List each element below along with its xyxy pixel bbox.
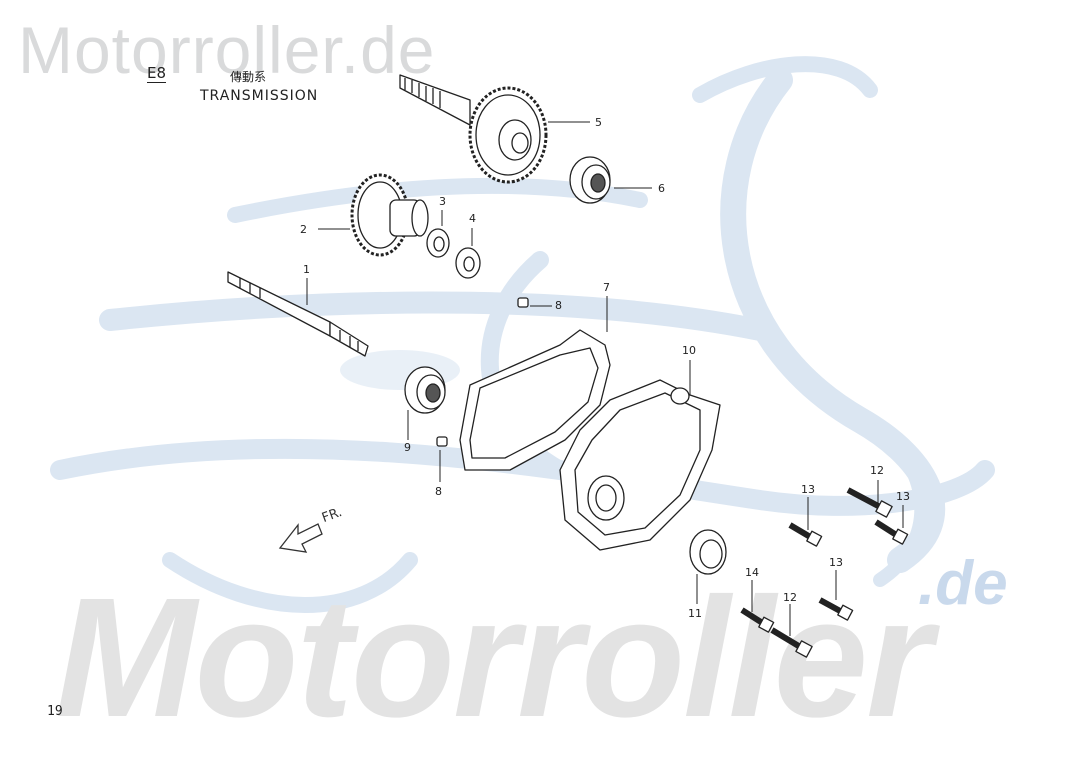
- leader-lines: [306, 121, 904, 636]
- watermark-suffix: .de: [918, 549, 1008, 618]
- callout-13-b: 13: [896, 490, 910, 503]
- callout-6: 6: [658, 182, 665, 195]
- part-12-bolt-upper: [846, 487, 893, 518]
- part-5-drive-shaft-gear: [399, 74, 548, 184]
- part-10-transmission-cover: [559, 379, 721, 551]
- part-12-bolt-lower: [770, 627, 813, 658]
- part-6-bearing: [569, 156, 611, 204]
- callout-9: 9: [404, 441, 411, 454]
- section-title: TRANSMISSION: [200, 88, 319, 104]
- callout-8-upper: 8: [555, 299, 562, 312]
- callout-12-upper: 12: [870, 464, 884, 477]
- part-13-bolt-b: [874, 519, 909, 545]
- part-8-dowel-pin-upper: [517, 297, 529, 308]
- part-14-bolt: [740, 607, 775, 633]
- callout-14: 14: [745, 566, 759, 579]
- part-13-bolt-c: [818, 597, 854, 621]
- callout-11: 11: [688, 607, 702, 620]
- callout-2: 2: [300, 223, 307, 236]
- part-9-bearing: [404, 366, 446, 414]
- callout-4: 4: [469, 212, 476, 225]
- callout-13-a: 13: [801, 483, 815, 496]
- front-direction-arrow: [278, 523, 323, 553]
- section-code: E8: [147, 64, 167, 83]
- part-11-oil-seal: [689, 529, 727, 575]
- part-1-primary-shaft: [227, 271, 369, 357]
- watermark-big-text: Motorroller: [55, 563, 932, 753]
- part-4-washer: [455, 247, 481, 279]
- part-8-dowel-pin-lower: [436, 436, 448, 447]
- part-7-gasket: [459, 329, 611, 471]
- callout-1: 1: [303, 263, 310, 276]
- watermark-top-text: Motorroller.de: [18, 13, 436, 87]
- part-2-counter-gear: [350, 173, 429, 257]
- part-3-washer: [426, 228, 450, 258]
- callout-8-lower: 8: [435, 485, 442, 498]
- part-13-bolt-a: [788, 522, 823, 547]
- callout-10: 10: [682, 344, 696, 357]
- page-number: 19: [47, 704, 63, 719]
- callout-13-c: 13: [829, 556, 843, 569]
- callout-5: 5: [595, 116, 602, 129]
- callout-3: 3: [439, 195, 446, 208]
- section-title-cjk: 傳動系: [230, 70, 267, 84]
- callout-12-lower: 12: [783, 591, 797, 604]
- callout-7: 7: [603, 281, 610, 294]
